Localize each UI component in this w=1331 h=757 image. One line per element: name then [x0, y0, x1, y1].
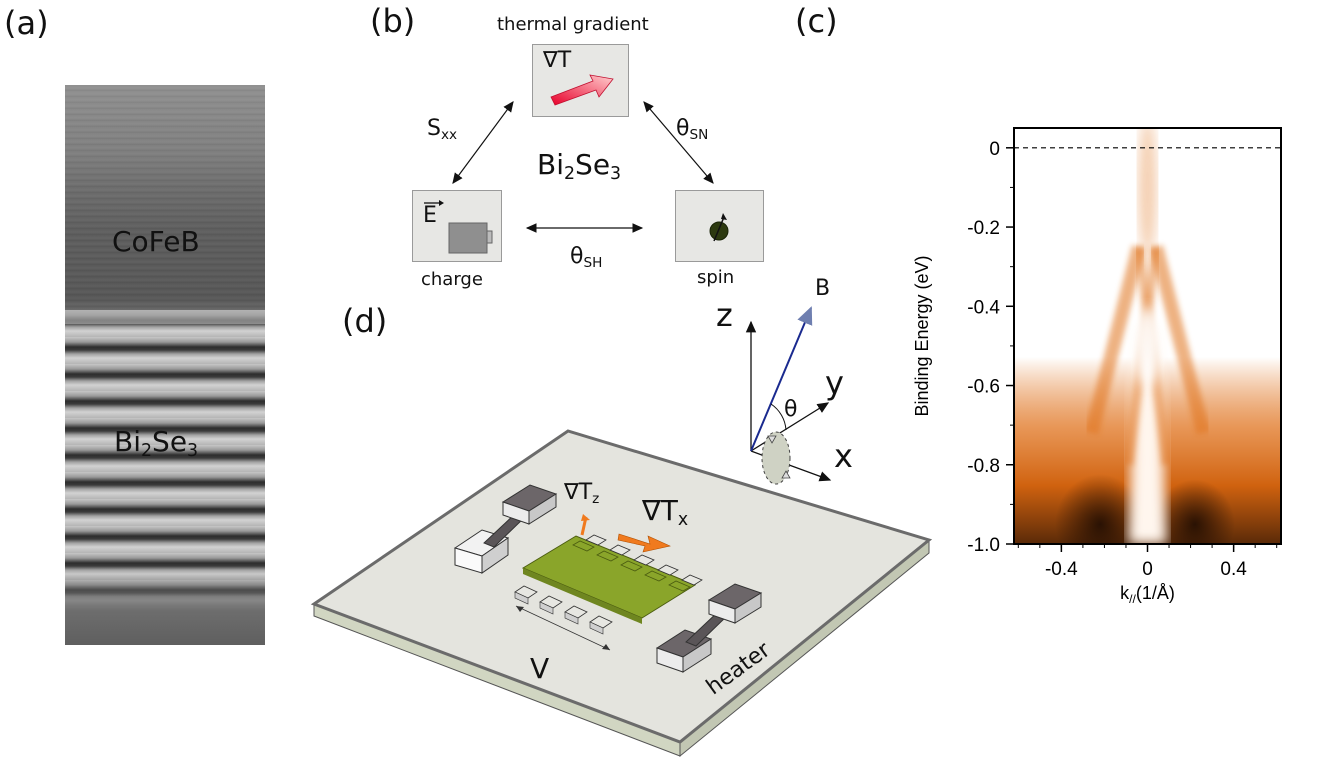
charge-box: E [412, 190, 502, 262]
tem-image: CoFeB Bi2Se3 [65, 85, 265, 645]
angle-theta-label: θ [784, 397, 798, 422]
grad-tz-label: ∇Tz [564, 480, 600, 508]
axis-x-label: x [834, 437, 853, 475]
substrate-region [65, 570, 265, 645]
panel-label-d: (d) [342, 302, 388, 340]
y-tick-label: -0.2 [967, 218, 1000, 239]
red-arrow-icon [550, 74, 614, 106]
panel-label-c: (c) [795, 2, 838, 40]
panel-label-a: (a) [4, 4, 49, 42]
cofeb-label: CoFeB [112, 225, 200, 258]
spin-box [675, 190, 764, 262]
spin-label: spin [697, 267, 735, 288]
y-tick-label: -0.4 [967, 297, 1000, 318]
axis-y-label: y [825, 364, 844, 402]
interface-band [65, 310, 265, 324]
bi2se3-layer-label: Bi2Se3 [114, 425, 199, 462]
thermal-spin-arrow [643, 101, 714, 184]
y-tick-label: -1.0 [967, 535, 1000, 556]
axis-z-label: z [716, 296, 733, 334]
thermal-gradient-box: ∇T [532, 44, 629, 117]
bi2se3-center-label: Bi2Se3 [537, 148, 622, 185]
y-tick-label: -0.6 [967, 377, 1000, 398]
charge-label: charge [421, 269, 483, 290]
voltage-label: V [530, 652, 550, 685]
grad-tx-label: ∇Tx [642, 494, 689, 531]
field-b-label: B [815, 276, 831, 301]
sxx-label: Sxx [427, 116, 458, 144]
theta-sn-label: θSN [676, 116, 709, 144]
intensity-map [1014, 128, 1281, 544]
x-tick-label: 0 [1142, 559, 1153, 580]
panel-label-b: (b) [370, 2, 416, 40]
thermal-gradient-label: thermal gradient [497, 14, 649, 35]
spin-icon [709, 213, 729, 242]
x-tick-label: -0.4 [1045, 559, 1078, 580]
x-axis-label: k//(1/Å) [1120, 583, 1175, 606]
y-tick-label: 0 [989, 139, 1000, 160]
grad-t-symbol: ∇T [543, 48, 572, 73]
y-axis-label: Binding Energy (eV) [912, 255, 932, 416]
y-tick-label: -0.8 [967, 456, 1000, 477]
theta-sh-label: θSH [570, 244, 603, 272]
e-field-symbol: E [423, 203, 437, 228]
x-tick-label: 0.4 [1220, 559, 1247, 580]
charge-thermal-arrow [452, 101, 514, 184]
battery-icon [424, 200, 493, 254]
